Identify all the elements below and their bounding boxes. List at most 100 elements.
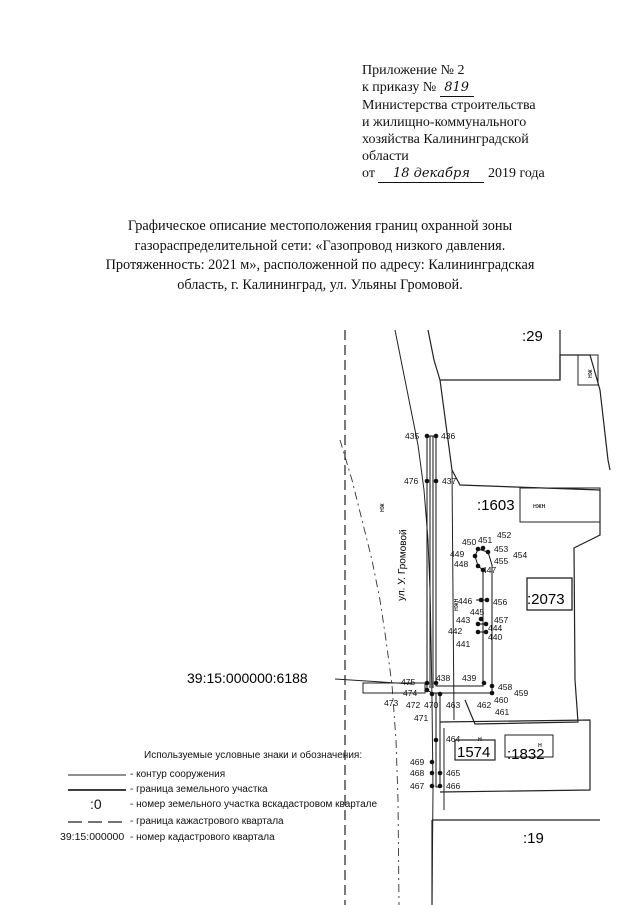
point-label-469: 469 [410,757,424,767]
road-edge-left [339,439,400,905]
point-label-457: 457 [494,615,508,625]
parcel-1832-boundary [439,719,591,793]
point-label-451: 451 [478,535,492,545]
parcel-label-29: :29 [522,328,543,345]
legend-symbol-cadastral-quarter-boundary [68,821,126,823]
point-label-443: 443 [456,615,470,625]
order-number: 819 [439,79,474,97]
point-label-472: 472 [406,700,420,710]
point-label-461: 461 [495,707,509,717]
point-label-453: 453 [494,544,508,554]
point-label-473: 473 [384,698,398,708]
point-label-474: 474 [403,688,417,698]
point-label-475: 475 [401,677,415,687]
point-label-437: 437 [442,476,456,486]
legend-item-cadastral-quarter-boundary: - граница кажастрового квартала [40,815,380,829]
legend-symbol-cadastral-quarter-number: 39:15:000000 [60,831,125,843]
point-label-448: 448 [454,559,468,569]
appendix-header: Приложение № 2 к приказу № 819 Министерс… [362,62,632,183]
point-label-459: 459 [514,688,528,698]
legend-heading: Используемые условные знаки и обозначени… [144,750,363,761]
building-2073 [526,577,573,611]
point-label-450: 450 [462,537,476,547]
point-label-467: 467 [410,781,424,791]
point-label-464: 464 [446,734,460,744]
point-label-449: 449 [450,549,464,559]
ministry-line-3: хозяйства Калининградской [362,132,529,147]
parcel-1603-inner-boundary [451,469,455,721]
building-1832 [504,734,554,758]
road-edge-right [394,329,434,905]
cadastral-callout-line [334,678,413,685]
point-label-460: 460 [494,695,508,705]
point-label-465: 465 [446,768,460,778]
point-label-452: 452 [497,530,511,540]
point-label-447: 447 [482,565,496,575]
parcel-1603-boundary [439,379,601,725]
point-label-436: 436 [441,431,455,441]
parcel-label-2073: :2073 [527,591,565,608]
legend-text-cadastral-quarter-number: - номер кадастрового квартала [130,832,275,843]
parcel-label-1603: :1603 [477,497,515,514]
ministry-line-2: и жилищно-коммунального [362,115,527,130]
building-29 [577,354,599,386]
point-label-435: 435 [405,431,419,441]
point-label-456: 456 [493,597,507,607]
point-label-440: 440 [488,632,502,642]
legend-item-structure: - контур сооружения [40,768,380,782]
order-date: от 18 декабря 2019 года [362,165,545,183]
building-mark-nzh-1: нж [379,503,386,512]
parcel-label-1832: :1832 [507,746,545,763]
cadastral-number-label: 39:15:000000:6188 [187,670,308,686]
order-line: к приказу № 819 [362,79,632,97]
point-label-462: 462 [477,700,491,710]
parcel-label-19: :19 [523,830,544,847]
legend-text-structure: - контур сооружения [130,769,226,780]
legend-item-land-plot-number: :0 - номер земельного участка вскадастро… [40,796,380,812]
point-label-439: 439 [462,673,476,683]
building-mark-n2: н [538,742,542,749]
title-line-1: Графическое описание местоположения гран… [127,218,513,234]
point-label-468: 468 [410,768,424,778]
point-label-441: 441 [456,639,470,649]
building-mark-nzh-3: нжн [453,598,460,611]
point-label-442: 442 [448,626,462,636]
building-1603 [519,487,601,523]
parcel-29-east-boundary [559,354,611,471]
title-line-4: область, г. Калининград, ул. Ульяны Гром… [177,276,463,293]
legend-text-land-plot-boundary: - граница земельного участка [130,784,268,795]
building-mark-nzh-2: нжн [533,503,546,510]
building-mark-29: нж [587,369,594,378]
legend-symbol-land-plot-boundary [68,789,126,791]
legend-text-land-plot-number: - номер земельного участка вскадастровом… [130,799,378,810]
ministry-line-4: области [362,149,409,164]
building-1574 [454,739,496,761]
point-label-438: 438 [436,673,450,683]
title-line-2: газораспределительной сети: «Газопровод … [134,237,506,254]
legend-symbol-structure [68,774,126,776]
parcel-label-1574: 1574 [457,744,490,761]
point-label-446: 446 [458,596,472,606]
point-label-471: 471 [414,713,428,723]
appendix-number: Приложение № 2 [362,63,465,78]
legend-item-cadastral-quarter-number: 39:15:000000 - номер кадастрового кварта… [40,831,380,845]
ministry-line-1: Министерства строительства [362,98,536,113]
title-line-3: Протяженность: 2021 м», расположенной по… [105,257,535,273]
point-label-466: 466 [446,781,460,791]
legend-item-land-plot-boundary: - граница земельного участка [40,783,380,797]
point-label-455: 455 [494,556,508,566]
boundary-points [424,433,495,789]
legend-symbol-land-plot-number: :0 [90,796,102,812]
order-date-handwritten: 18 декабря [378,165,485,183]
point-label-445: 445 [470,607,484,617]
legend-text-cadastral-quarter-boundary: - граница кажастрового квартала [130,816,284,827]
point-label-476: 476 [404,476,418,486]
parcel-19-boundary [431,819,600,905]
point-label-470: 470 [424,700,438,710]
point-label-463: 463 [446,700,460,710]
point-label-444: 444 [488,623,502,633]
point-label-454: 454 [513,550,527,560]
document-title: Графическое описание местоположения гран… [90,217,550,295]
street-name: ул. У. Громовой [396,529,409,601]
